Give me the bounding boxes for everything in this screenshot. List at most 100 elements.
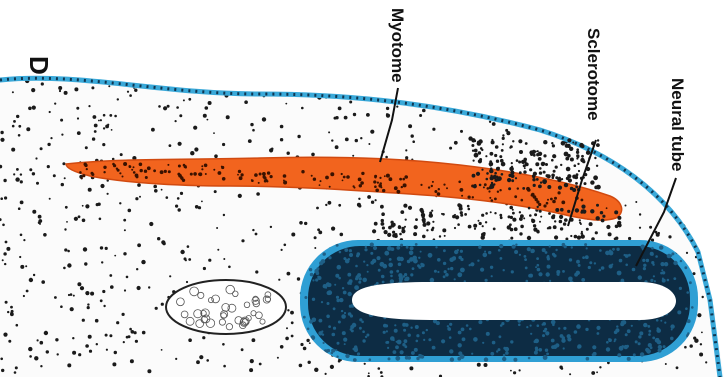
cell-nucleus (249, 83, 253, 87)
cell-nucleus (691, 306, 694, 309)
cell-nucleus (597, 332, 600, 335)
cell-nucleus (546, 202, 549, 205)
cell-nucleus (500, 257, 503, 260)
cell-nucleus (491, 275, 493, 277)
cell-nucleus (489, 162, 494, 167)
cell-nucleus (702, 94, 706, 98)
cell-nucleus (120, 153, 123, 156)
cell-nucleus (218, 171, 222, 175)
cell-nucleus (486, 178, 489, 181)
cell-nucleus (1, 369, 4, 372)
cell-nucleus (386, 341, 389, 344)
cell-nucleus (506, 131, 510, 135)
cell-nucleus (606, 146, 608, 148)
cell-nucleus (34, 356, 38, 360)
cell-nucleus (333, 307, 336, 310)
cell-nucleus (402, 91, 405, 94)
cell-nucleus (135, 340, 138, 343)
cell-nucleus (217, 249, 219, 251)
cell-nucleus (297, 277, 300, 280)
cell-nucleus (330, 365, 334, 369)
cell-nucleus (537, 150, 539, 152)
cell-nucleus (545, 356, 547, 358)
cell-nucleus (434, 270, 437, 273)
cell-nucleus (88, 335, 92, 339)
cell-nucleus (311, 153, 315, 157)
cell-nucleus (90, 71, 94, 75)
cell-nucleus (130, 359, 134, 363)
cell-nucleus (362, 278, 367, 283)
cell-nucleus (251, 179, 253, 181)
cell-nucleus (335, 116, 338, 119)
cell-nucleus (368, 143, 370, 145)
cell-nucleus (468, 225, 472, 229)
cell-nucleus (394, 329, 398, 333)
cell-nucleus (584, 182, 587, 185)
cell-nucleus (418, 257, 420, 259)
cell-nucleus (596, 143, 600, 147)
cell-nucleus (518, 161, 521, 164)
cell-nucleus (533, 184, 536, 187)
cell-nucleus (422, 215, 425, 218)
cell-nucleus (552, 76, 555, 79)
cell-nucleus (153, 185, 157, 189)
cell-nucleus (563, 327, 566, 330)
cell-nucleus (527, 247, 531, 251)
cell-nucleus (264, 180, 267, 183)
cell-nucleus (350, 314, 353, 317)
cell-nucleus (377, 256, 381, 260)
cell-nucleus (523, 158, 527, 162)
cell-nucleus (337, 342, 340, 345)
cell-nucleus (14, 371, 17, 374)
cell-nucleus (365, 246, 367, 248)
cell-nucleus (493, 228, 496, 231)
cell-nucleus (539, 171, 542, 174)
cell-nucleus (349, 89, 351, 91)
cell-nucleus (469, 328, 472, 331)
cell-nucleus (408, 334, 411, 337)
cell-nucleus (401, 186, 403, 188)
cell-nucleus (518, 324, 521, 327)
cell-nucleus (657, 327, 660, 330)
cell-nucleus (510, 145, 513, 148)
cell-nucleus (16, 115, 19, 118)
cell-nucleus (6, 247, 10, 251)
cell-nucleus (591, 371, 595, 375)
cell-nucleus (203, 267, 206, 270)
cell-nucleus (61, 134, 63, 136)
cell-nucleus (486, 332, 490, 336)
cell-nucleus (161, 189, 163, 191)
cell-nucleus (381, 275, 385, 279)
cell-nucleus (538, 116, 540, 118)
cell-nucleus (408, 124, 412, 128)
cell-nucleus (460, 250, 463, 253)
cell-nucleus (704, 240, 706, 242)
cell-nucleus (494, 212, 496, 214)
cell-nucleus (519, 211, 521, 213)
cell-nucleus (340, 233, 344, 237)
cell-nucleus (287, 272, 291, 276)
cell-nucleus (510, 217, 512, 219)
cell-nucleus (575, 186, 578, 189)
cell-nucleus (405, 219, 407, 221)
cell-nucleus (478, 246, 481, 249)
cell-nucleus (660, 320, 662, 322)
cell-nucleus (545, 76, 548, 79)
cell-nucleus (374, 185, 377, 188)
cell-nucleus (223, 214, 225, 216)
cell-nucleus (483, 92, 487, 96)
cell-nucleus (705, 124, 707, 126)
cell-nucleus (615, 225, 619, 229)
cell-nucleus (601, 219, 605, 223)
cell-nucleus (547, 265, 551, 269)
cell-nucleus (345, 354, 349, 358)
cell-nucleus (338, 360, 341, 363)
cell-nucleus (120, 78, 124, 82)
cell-nucleus (386, 114, 390, 118)
cell-nucleus (331, 139, 333, 141)
cell-nucleus (20, 234, 23, 237)
cell-nucleus (338, 107, 342, 111)
cell-nucleus (394, 324, 396, 326)
cell-nucleus (660, 262, 664, 266)
cell-nucleus (429, 213, 433, 217)
